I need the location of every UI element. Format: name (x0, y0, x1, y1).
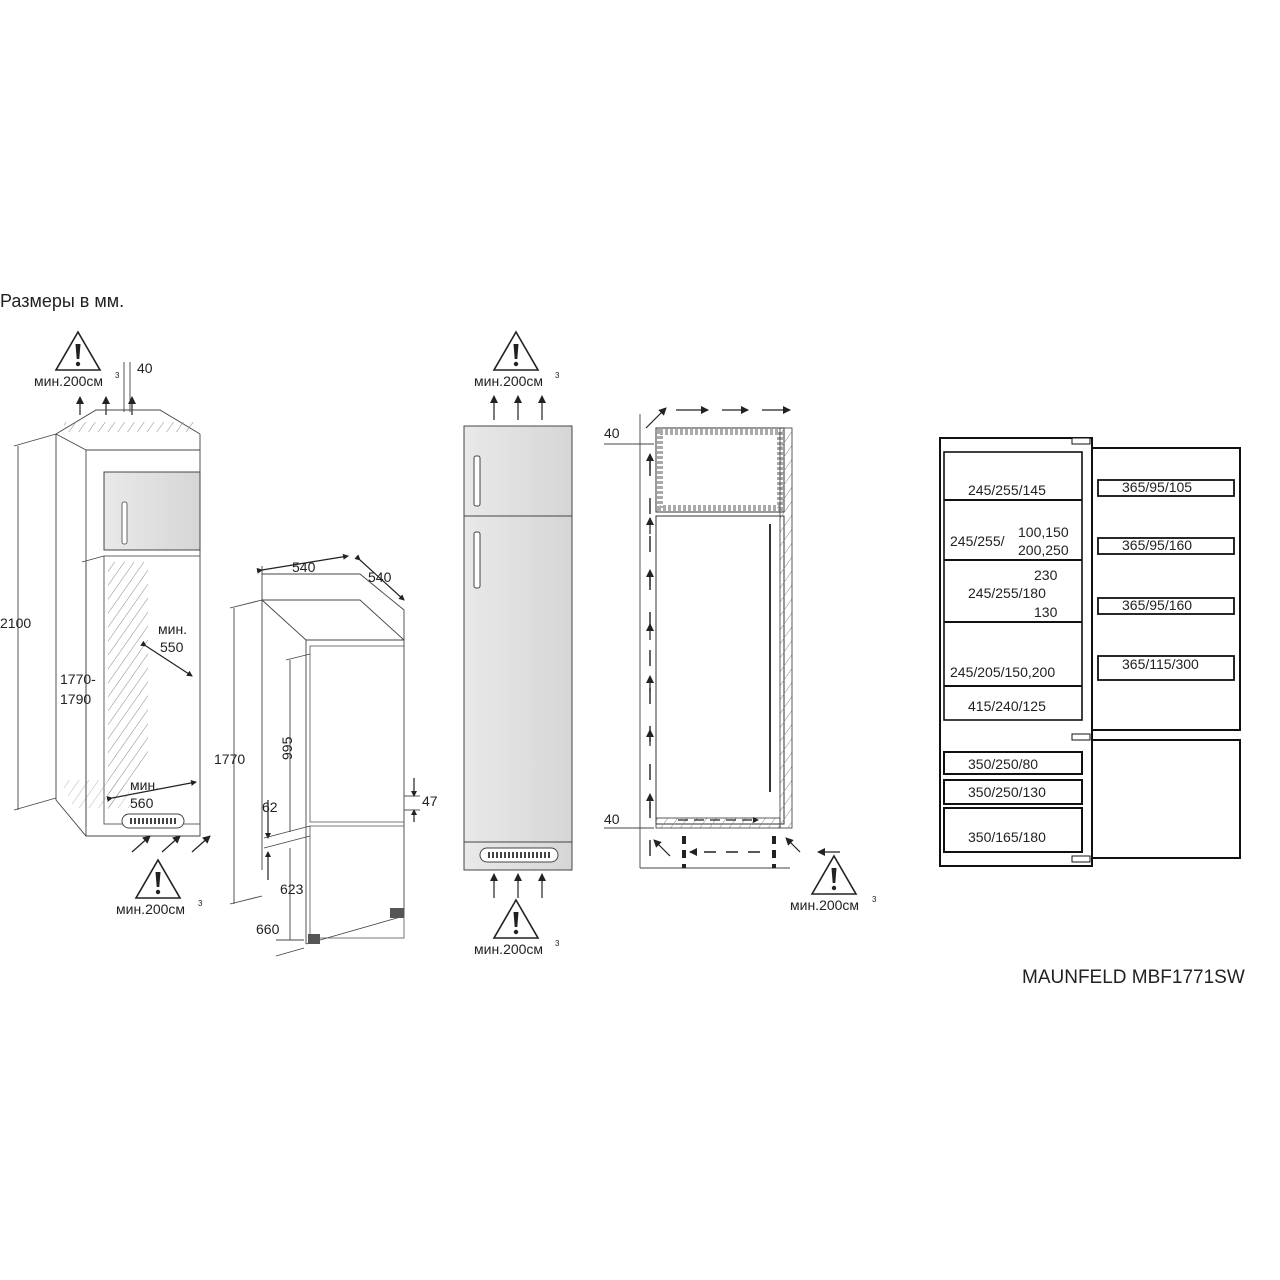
door-shelf-label: 365/95/160 (1122, 537, 1192, 553)
door-shelf-label: 365/115/300 (1122, 656, 1199, 672)
vent-exponent: 3 (198, 899, 203, 908)
side-bottom-gap: 40 (604, 811, 620, 827)
drawer-label: 350/165/180 (968, 829, 1046, 845)
door-shelf-label: 365/95/105 (1122, 479, 1192, 495)
shelf-label: 230 (1034, 567, 1058, 583)
niche-width-min-line1: мин. (130, 777, 159, 793)
appliance-width: 540 (292, 559, 316, 575)
shelf-label: 130 (1034, 604, 1058, 620)
shelf-label: 245/255/180 (968, 585, 1046, 601)
vent-exponent: 3 (555, 939, 560, 948)
upper-door-height: 995 (279, 736, 295, 760)
appliance-view: 540 540 1770 995 62 47 623 660 (214, 553, 438, 957)
warning-triangle-icon (493, 899, 539, 939)
lower-total-height: 660 (256, 921, 280, 937)
niche-width-min-line2: 560 (130, 795, 154, 811)
warning-triangle-icon (55, 331, 101, 371)
front-view: мин.200см 3 мин.200см 3 (463, 331, 573, 957)
vent-min-label: мин.200см (116, 901, 185, 917)
appliance-depth: 540 (368, 569, 392, 585)
drawer-label: 350/250/80 (968, 756, 1038, 772)
units-note: Размеры в мм. (0, 291, 125, 311)
model-label: MAUNFELD MBF1771SW (1022, 967, 1245, 988)
shelf-label: 245/205/150,200 (950, 664, 1055, 680)
interior-view: 245/255/145 245/255/ 100,150 200,250 230… (939, 437, 1241, 867)
warning-triangle-icon (493, 331, 539, 371)
shelf-label: 200,250 (1018, 542, 1069, 558)
gap-height-right: 47 (422, 793, 438, 809)
shelf-label: 245/255/145 (968, 482, 1046, 498)
side-section-view: 40 40 мин.200см 3 (604, 406, 877, 913)
appliance-height: 1770 (214, 751, 245, 767)
niche-top-gap: 40 (137, 360, 153, 376)
niche-view: мин.200см 3 40 2100 1770- 1790 (0, 331, 211, 917)
shelf-label: 415/240/125 (968, 698, 1046, 714)
warning-triangle-icon (135, 859, 181, 899)
shelf-label: 245/255/ (950, 533, 1005, 549)
vent-exponent: 3 (555, 371, 560, 380)
vent-arrow-in (191, 835, 211, 853)
niche-depth-min-line1: мин. (158, 621, 187, 637)
shelf-label: 100,150 (1018, 524, 1069, 540)
lower-door-height: 623 (280, 881, 304, 897)
warning-triangle-icon (811, 855, 857, 895)
door-shelf-label: 365/95/160 (1122, 597, 1192, 613)
niche-height: 2100 (0, 615, 31, 631)
niche-height-line1: 1770- (60, 671, 96, 687)
vent-min-label: мин.200см (790, 897, 859, 913)
drawer-label: 350/250/130 (968, 784, 1046, 800)
niche-depth-min-line2: 550 (160, 639, 184, 655)
vent-min-label: мин.200см (474, 941, 543, 957)
vent-min-label: мин.200см (474, 373, 543, 389)
vent-min-label: мин.200см (34, 373, 103, 389)
side-top-gap: 40 (604, 425, 620, 441)
vent-exponent: 3 (115, 371, 120, 380)
gap-height-left: 62 (262, 799, 278, 815)
vent-arrow-in (161, 835, 181, 853)
vent-exponent: 3 (872, 895, 877, 904)
vent-arrow-in (131, 835, 151, 853)
niche-height-line2: 1790 (60, 691, 91, 707)
